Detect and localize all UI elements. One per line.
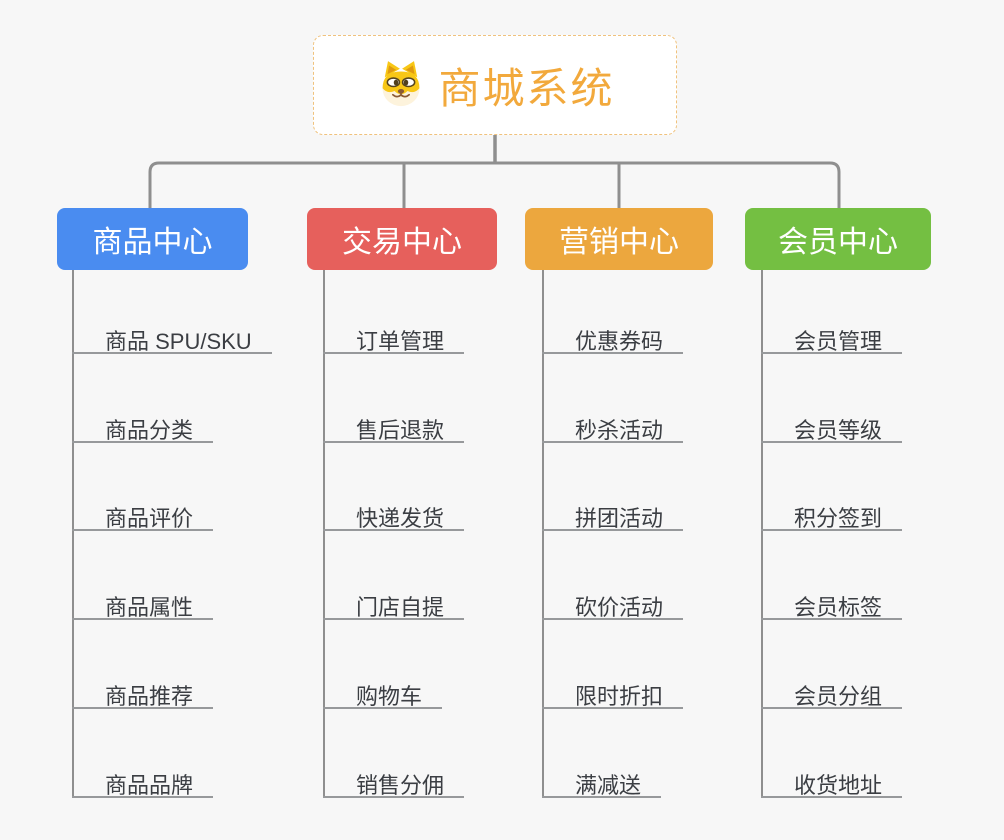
- child-item[interactable]: 商品分类: [72, 401, 214, 443]
- child-item[interactable]: 购物车: [323, 667, 443, 709]
- child-item[interactable]: 会员标签: [761, 578, 903, 620]
- branch-node-trade-center[interactable]: 交易中心: [307, 208, 497, 270]
- child-item[interactable]: 会员管理: [761, 312, 903, 354]
- child-item[interactable]: 积分签到: [761, 489, 903, 531]
- child-item[interactable]: 商品属性: [72, 578, 214, 620]
- child-item[interactable]: 商品品牌: [72, 756, 214, 798]
- child-item[interactable]: 商品 SPU/SKU: [72, 312, 272, 354]
- child-item[interactable]: 销售分佣: [323, 756, 465, 798]
- child-item[interactable]: 秒杀活动: [542, 401, 684, 443]
- child-item[interactable]: 拼团活动: [542, 489, 684, 531]
- branch-bus-line: [148, 161, 841, 210]
- branch-node-marketing-center[interactable]: 营销中心: [525, 208, 713, 270]
- child-item[interactable]: 优惠券码: [542, 312, 684, 354]
- dog-face-icon: [383, 61, 420, 107]
- child-item[interactable]: 订单管理: [323, 312, 465, 354]
- branch-node-member-center[interactable]: 会员中心: [745, 208, 931, 270]
- child-item[interactable]: 商品评价: [72, 489, 214, 531]
- child-item[interactable]: 收货地址: [761, 756, 903, 798]
- root-node[interactable]: 商城系统: [313, 35, 677, 135]
- child-item[interactable]: 商品推荐: [72, 667, 214, 709]
- child-item[interactable]: 满减送: [542, 756, 662, 798]
- child-item[interactable]: 快递发货: [323, 489, 465, 531]
- child-item[interactable]: 会员等级: [761, 401, 903, 443]
- child-item[interactable]: 会员分组: [761, 667, 903, 709]
- branch-node-product-center[interactable]: 商品中心: [57, 208, 248, 270]
- child-item[interactable]: 售后退款: [323, 401, 465, 443]
- child-item[interactable]: 门店自提: [323, 578, 465, 620]
- child-item[interactable]: 砍价活动: [542, 578, 684, 620]
- child-item[interactable]: 限时折扣: [542, 667, 684, 709]
- root-node-label: 商城系统: [438, 64, 615, 112]
